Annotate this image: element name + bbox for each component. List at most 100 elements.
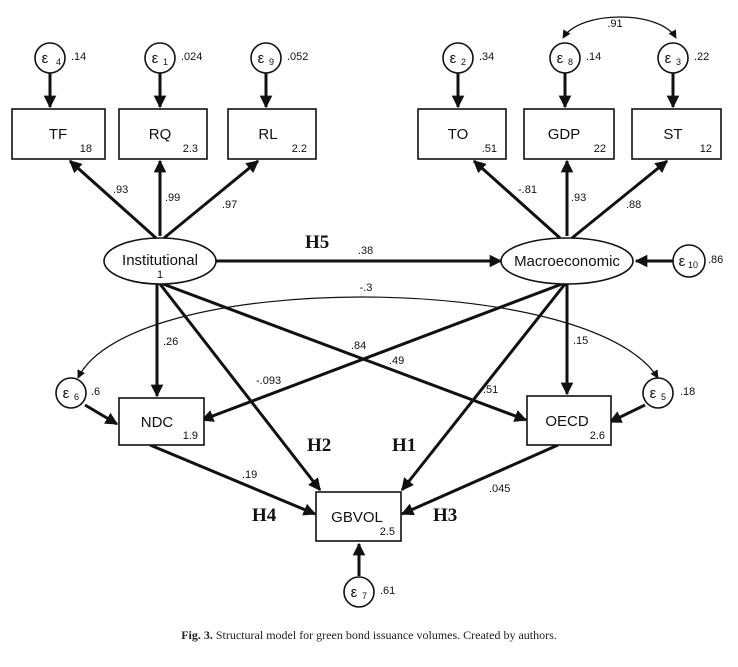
coef-inst-mac: .38: [358, 245, 373, 257]
error-e2: ε 2 .34: [442, 42, 494, 74]
figure-caption-label: Fig. 3.: [181, 628, 213, 642]
error-e2-sub: 2: [461, 57, 466, 67]
error-e10-value: .86: [708, 254, 723, 266]
error-e2-symbol: ε: [450, 50, 457, 67]
path-mac-to: [472, 159, 562, 240]
error-e4-symbol: ε: [42, 50, 49, 67]
error-e9-symbol: ε: [258, 50, 265, 67]
node-ndc: NDC 1.9: [118, 397, 205, 446]
coef-mac-st: .88: [626, 199, 641, 211]
covariance-e6-e5: [77, 296, 659, 379]
error-e7-value: .61: [380, 585, 395, 597]
error-e2-value: .34: [479, 51, 494, 63]
error-e8-value: .14: [586, 51, 601, 63]
figure-caption-text: Structural model for green bond issuance…: [215, 628, 557, 642]
coef-mac-gdp: .93: [571, 192, 586, 204]
coef-oecd-gbvol: .045: [489, 483, 510, 495]
node-to-value: .51: [482, 143, 497, 155]
node-to-label: TO: [448, 126, 469, 143]
node-ndc-label: NDC: [141, 414, 174, 431]
coef-inst-tf: .93: [113, 184, 128, 196]
error-e8: ε 8 .14: [549, 42, 601, 74]
error-e1-symbol: ε: [152, 50, 159, 67]
node-gbvol: GBVOL 2.5: [315, 491, 402, 542]
error-e6-sub: 6: [74, 392, 79, 402]
node-rq-label: RQ: [149, 126, 172, 143]
path-oecd-gbvol: [400, 443, 559, 516]
error-e9-sub: 9: [269, 57, 274, 67]
node-institutional: Institutional 1: [103, 237, 217, 285]
error-e3: ε 3 .22: [657, 42, 709, 74]
node-to: TO .51: [417, 108, 507, 160]
node-macroeconomic-label: Macroeconomic: [514, 253, 620, 270]
error-e8-symbol: ε: [557, 50, 564, 67]
path-inst-oecd: [162, 282, 528, 422]
error-e3-sub: 3: [676, 57, 681, 67]
node-macroeconomic: Macroeconomic: [500, 237, 634, 285]
error-e10-sub: 10: [688, 260, 698, 270]
path-mac-gbvol: [400, 283, 567, 491]
arrow-e5-oecd: [608, 403, 646, 424]
coef-mac-gbvol: .51: [483, 384, 498, 396]
node-rq-value: 2.3: [183, 143, 198, 155]
path-inst-tf: [68, 159, 158, 240]
path-inst-rl: [163, 159, 259, 240]
path-mac-st: [571, 159, 668, 240]
node-oecd: OECD 2.6: [526, 395, 612, 446]
node-st-value: 12: [700, 143, 712, 155]
hypothesis-h3: H3: [433, 505, 457, 526]
node-institutional-value: 1: [157, 269, 163, 281]
node-st-label: ST: [663, 126, 682, 143]
node-tf: TF 18: [11, 108, 106, 160]
error-e6: ε 6 .6: [55, 377, 100, 409]
node-tf-value: 18: [80, 143, 92, 155]
node-tf-label: TF: [49, 126, 67, 143]
node-oecd-label: OECD: [545, 413, 589, 430]
error-e9-value: .052: [287, 51, 308, 63]
covariance-e8-e3: [562, 16, 677, 39]
error-e9: ε 9 .052: [250, 42, 308, 74]
coef-mac-to: -.81: [518, 184, 537, 196]
coef-inst-ndc: .26: [163, 336, 178, 348]
cov-e6-e5-label: -.3: [360, 282, 373, 294]
node-oecd-value: 2.6: [590, 430, 605, 442]
cov-e8-e3-label: .91: [607, 18, 622, 30]
node-gbvol-value: 2.5: [380, 526, 395, 538]
node-rl-label: RL: [258, 126, 277, 143]
node-institutional-label: Institutional: [122, 252, 198, 269]
coef-inst-rq: .99: [165, 192, 180, 204]
error-e7: ε 7 .61: [343, 576, 395, 608]
error-e6-symbol: ε: [63, 385, 70, 402]
error-e8-sub: 8: [568, 57, 573, 67]
error-e7-sub: 7: [362, 591, 367, 601]
error-e5-sub: 5: [661, 392, 666, 402]
figure-caption: Fig. 3. Structural model for green bond …: [0, 628, 738, 643]
hypothesis-h5: H5: [305, 232, 329, 253]
path-ndc-gbvol: [149, 443, 317, 516]
node-gdp-value: 22: [594, 143, 606, 155]
node-rl: RL 2.2: [227, 108, 317, 160]
coef-mac-oecd: .15: [573, 335, 588, 347]
node-gbvol-label: GBVOL: [331, 509, 383, 526]
error-e5-value: .18: [680, 386, 695, 398]
error-e5-symbol: ε: [650, 385, 657, 402]
coef-inst-rl: .97: [222, 199, 237, 211]
node-gdp-label: GDP: [548, 126, 581, 143]
arrow-e6-ndc: [84, 403, 119, 426]
coef-inst-oecd: .84: [351, 340, 366, 352]
error-e4-value: .14: [71, 51, 86, 63]
coef-mac-ndc: .49: [389, 355, 404, 367]
error-e5: ε 5 .18: [642, 377, 695, 409]
coef-ndc-gbvol: .19: [242, 469, 257, 481]
error-e1-value: .024: [181, 51, 202, 63]
error-e4-sub: 4: [56, 57, 61, 67]
node-gdp: GDP 22: [523, 108, 615, 160]
hypothesis-h4: H4: [252, 505, 277, 526]
node-ndc-value: 1.9: [183, 430, 198, 442]
error-e7-symbol: ε: [351, 584, 358, 601]
error-e1-sub: 1: [163, 57, 168, 67]
error-e10-symbol: ε: [679, 253, 686, 270]
path-inst-gbvol: [158, 283, 322, 491]
error-e4: ε 4 .14: [34, 42, 86, 74]
coef-inst-gbvol: -.093: [256, 375, 281, 387]
